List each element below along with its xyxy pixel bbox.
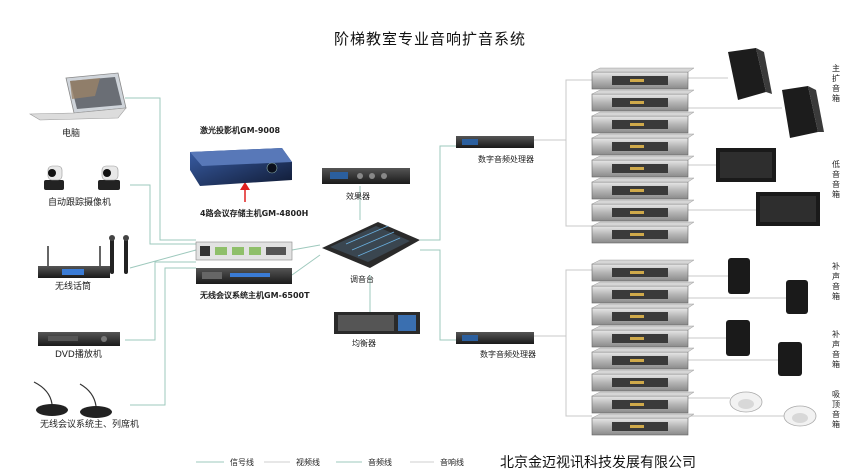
mixer-icon: [322, 222, 420, 268]
speaker-connections: [688, 77, 786, 417]
legend-video-line: 视频线: [296, 457, 320, 467]
source-label-wireless-mic: 无线话筒: [55, 280, 91, 292]
amplifier-unit: [591, 413, 695, 436]
effects-label: 效果器: [346, 191, 370, 201]
source-label-dvd: DVD播放机: [55, 348, 102, 360]
amplifier-unit: [591, 155, 695, 178]
equalizer-icon: [334, 312, 420, 334]
equalizer-label: 均衡器: [352, 338, 376, 348]
mixer-label: 调音台: [350, 274, 374, 284]
amplifier-unit: [591, 259, 695, 282]
amplifier-unit: [591, 111, 695, 134]
fill-speaker-icon: [778, 342, 802, 376]
processor-upper-icon: [456, 136, 534, 148]
amplifier-unit: [591, 281, 695, 304]
amplifier-unit: [591, 133, 695, 156]
amplifier-stack: [591, 67, 695, 436]
legend-signal-line: 信号线: [230, 457, 254, 467]
processor-upper-label: 数字音频处理器: [478, 154, 534, 164]
speaker-label-fill-1: 补声音箱: [832, 261, 841, 302]
subwoofer-icon: [716, 148, 776, 182]
amplifier-unit: [591, 67, 695, 90]
source-label-camera: 自动跟踪摄像机: [48, 196, 111, 208]
conference-mic-icon: [33, 381, 112, 418]
fill-speaker-icon: [786, 280, 808, 314]
subwoofer-icon: [756, 192, 820, 226]
processor-lower-label: 数字音频处理器: [480, 349, 536, 359]
ptz-camera-icon: [44, 165, 64, 190]
conference-host-icon: [196, 268, 292, 284]
legend-audio-line: 音频线: [368, 457, 392, 467]
amplifier-unit: [591, 221, 695, 244]
amplifier-unit: [591, 177, 695, 200]
computer-icon: [28, 72, 127, 121]
diagram-title: 阶梯教室专业音响扩音系统: [333, 30, 526, 48]
speaker-label-fill-2: 补声音箱: [832, 329, 841, 370]
recorder-icon: [195, 241, 293, 261]
ceiling-speaker-icon: [729, 391, 763, 413]
amplifier-unit: [591, 303, 695, 326]
dvd-player-icon: [38, 332, 120, 346]
ceiling-speaker-icon: [783, 405, 817, 427]
legend: 信号线 视频线 音频线 音响线: [196, 457, 464, 467]
amplifier-unit: [591, 199, 695, 222]
conference-host-label: 无线会议系统主机GM-6500T: [199, 290, 310, 300]
fill-speaker-icon: [726, 320, 750, 356]
legend-speaker-line: 音响线: [440, 457, 464, 467]
amplifier-unit: [591, 391, 695, 414]
amplifier-unit: [591, 325, 695, 348]
ptz-camera-icon: [98, 165, 120, 190]
processor-connections: [533, 79, 592, 417]
projector-arrow: [240, 182, 250, 202]
amplifier-unit: [591, 369, 695, 392]
company-name: 北京金迈视讯科技发展有限公司: [500, 455, 696, 471]
main-speaker-icon: [782, 86, 824, 138]
amplifier-unit: [591, 89, 695, 112]
wireless-mic-icon: [38, 235, 129, 278]
speaker-label-ceiling: 吸顶音箱: [832, 390, 841, 430]
main-speaker-icon: [728, 48, 772, 100]
source-connections: [125, 97, 197, 406]
amplifier-unit: [591, 347, 695, 370]
projector-label: 激光投影机GM-9008: [200, 125, 281, 135]
speaker-label-main: 主扩音箱: [832, 63, 841, 104]
center-connections: [291, 145, 456, 341]
source-label-conference-mic: 无线会议系统主、列席机: [40, 418, 139, 430]
speaker-label-sub: 低音音箱: [832, 159, 841, 200]
effects-unit-icon: [322, 168, 410, 184]
processor-lower-icon: [456, 332, 534, 344]
recorder-label: 4路会议存储主机GM-4800H: [200, 208, 308, 218]
fill-speaker-icon: [728, 258, 750, 294]
source-label-computer: 电脑: [62, 127, 80, 139]
laser-projector-icon: [190, 148, 292, 186]
